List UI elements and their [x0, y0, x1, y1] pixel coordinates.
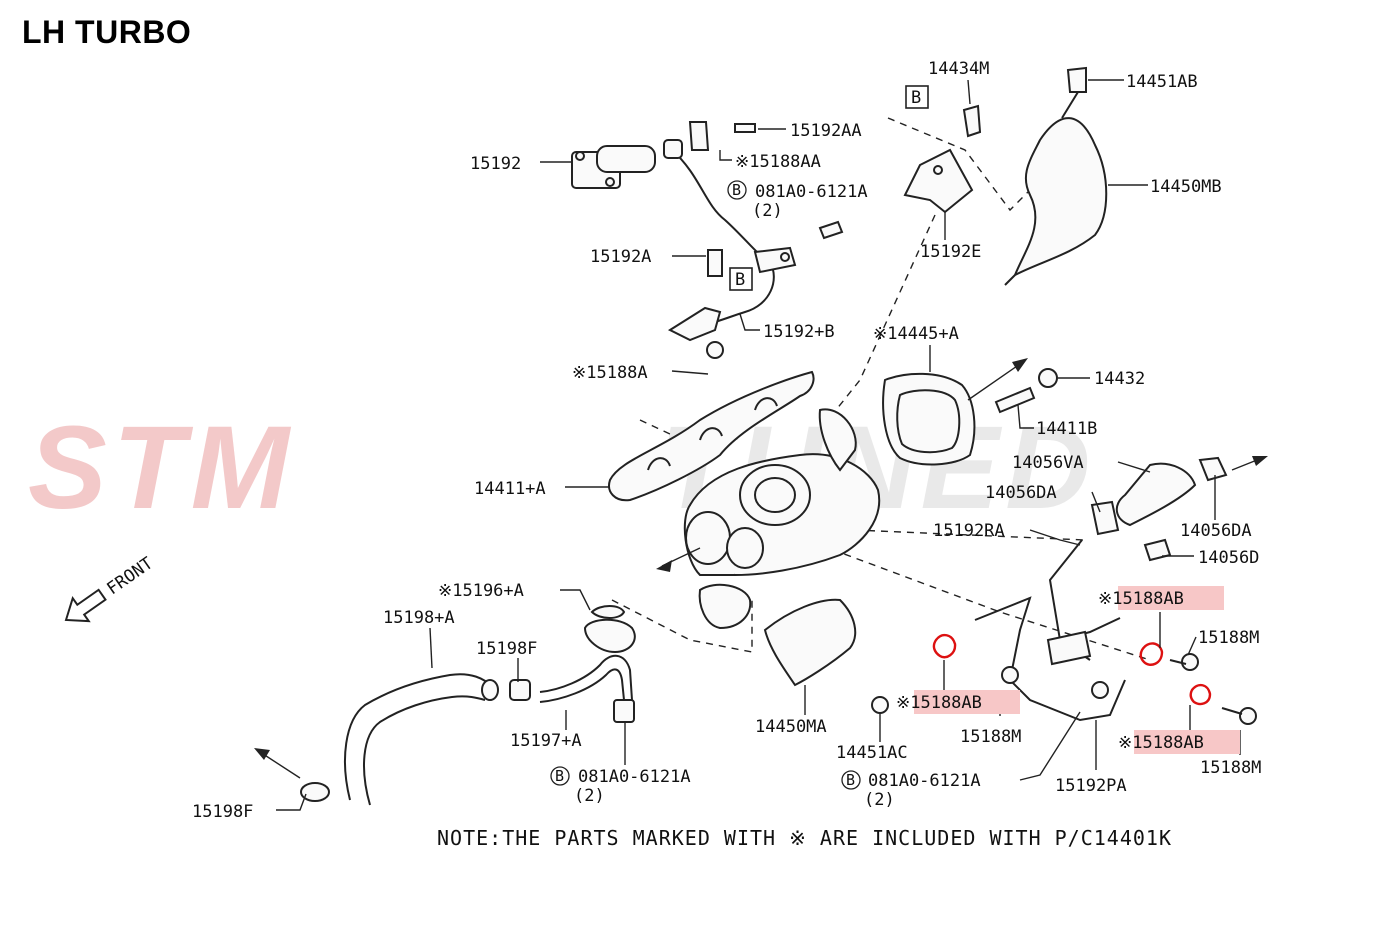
highlight-15188AB-1 [1118, 586, 1224, 610]
callout-14445A: ※14445+A [873, 324, 959, 344]
callout-15188AA: ※15188AA [735, 152, 821, 172]
svg-text:B: B [911, 88, 921, 108]
callout-15192PA: 15192PA [1055, 776, 1127, 796]
highlight-15188AB-3 [1134, 730, 1240, 754]
watermark-left-text: STM [28, 402, 295, 534]
callout-15198F-1: 15198F [476, 639, 537, 659]
callout-081A0-bottom-center: 081A0-6121A [868, 771, 981, 791]
circle-b-icon [727, 180, 747, 200]
circle-b-text: B [732, 181, 741, 199]
front-indicator: FRONT [64, 553, 157, 623]
part-hose-15198 [300, 673, 531, 806]
callout-15188AB-3: ※15188AB [1118, 733, 1204, 753]
part-gasket-15196 [583, 605, 636, 654]
part-pipe-15197 [539, 654, 635, 723]
highlighted-washers [932, 633, 1212, 706]
callout-15198A: 15198+A [383, 608, 455, 628]
callout-14411B: 14411B [1036, 419, 1097, 439]
callout-15192A: 15192A [590, 247, 651, 267]
leader-lines [276, 79, 1241, 811]
callout-15188AB-1: ※15188AB [1098, 589, 1184, 609]
callout-081A0-bottom-center-qty: (2) [864, 790, 895, 810]
arrow-line-hose [259, 751, 301, 779]
part-heat-shield-14450MA [763, 598, 889, 714]
front-label: FRONT [103, 553, 156, 599]
callout-14450MB: 14450MB [1150, 177, 1222, 197]
callout-15192AA: 15192AA [790, 121, 862, 141]
callout-14451AC: 14451AC [836, 743, 908, 763]
callout-14056DA-right: 14056DA [1180, 521, 1252, 541]
front-arrow-icon [64, 588, 107, 623]
b-marker-top: B [905, 85, 929, 109]
washer-15188AB-2-outline [1139, 642, 1164, 666]
washer-15188AB-1-outline [932, 633, 957, 659]
callout-labels: 14434M 14451AB 15192AA 15192 ※15188AA B … [192, 59, 1261, 822]
callout-081A0-top: 081A0-6121A [755, 182, 868, 202]
svg-text:B: B [735, 270, 745, 290]
callout-14450MA: 14450MA [755, 717, 827, 737]
callout-15188M-3: 15188M [1200, 758, 1261, 778]
washer-15188AB-3-outline [1189, 683, 1212, 706]
callout-15192: 15192 [470, 154, 521, 174]
callout-14056VA: 14056VA [1012, 453, 1084, 473]
callout-15192E: 15192E [920, 242, 981, 262]
arrow-head-water [1252, 456, 1268, 466]
callout-15198F-2: 15198F [192, 802, 253, 822]
circle-b-icon [550, 766, 570, 786]
part-heat-shield-14450MB [1004, 66, 1108, 286]
part-turbocharger [683, 408, 881, 630]
callout-081A0-top-qty: (2) [752, 201, 783, 221]
callout-15197A: 15197+A [510, 731, 582, 751]
callout-14434M: 14434M [928, 59, 989, 79]
callout-14056DA-left: 14056DA [985, 483, 1057, 503]
dash-b-link [887, 117, 1041, 212]
callout-15196A: ※15196+A [438, 581, 524, 601]
callout-14432: 14432 [1094, 369, 1145, 389]
callout-15188M-2: 15188M [960, 727, 1021, 747]
footnote: NOTE:THE PARTS MARKED WITH ※ ARE INCLUDE… [437, 826, 1173, 850]
callout-081A0-bottom-left: 081A0-6121A [578, 767, 691, 787]
part-bracket-15192E [903, 104, 982, 214]
callout-081A0-bottom-left-qty: (2) [574, 786, 605, 806]
part-15192-pipe [663, 121, 844, 359]
circle-b-icon [841, 770, 861, 790]
circle-b-text: B [846, 771, 855, 789]
callout-15192B: 15192+B [763, 322, 835, 342]
part-manifold-14411 [608, 370, 815, 502]
arrow-line-exhaust [967, 363, 1021, 401]
callout-14451AB: 14451AB [1126, 72, 1198, 92]
circle-b-text: B [555, 767, 564, 785]
part-15192-block [571, 145, 656, 189]
direction-arrows [254, 358, 1268, 779]
page-title: LH TURBO [22, 14, 192, 50]
arrow-head-turbo-out [656, 560, 672, 572]
part-gasket-14445 [882, 372, 976, 466]
callout-14411A: 14411+A [474, 479, 546, 499]
highlight-15188AB-2 [914, 690, 1020, 714]
callout-15188M-1: 15188M [1198, 628, 1259, 648]
callout-15188AB-2: ※15188AB [896, 693, 982, 713]
part-stud-14411B [994, 368, 1058, 414]
arrow-head-hose [254, 748, 270, 760]
arrow-head-exhaust [1012, 358, 1028, 372]
dash-gasket [611, 598, 753, 653]
callout-15192RA: 15192RA [933, 521, 1005, 541]
callout-15188A: ※15188A [572, 363, 648, 383]
callout-14056D: 14056D [1198, 548, 1259, 568]
b-marker-mid: B [729, 267, 753, 291]
